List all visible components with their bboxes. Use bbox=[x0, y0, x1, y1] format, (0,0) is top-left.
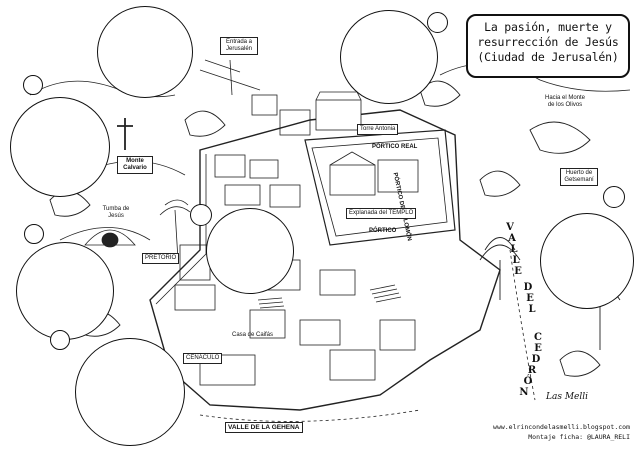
label-casa-caifas: Casa de Caifás bbox=[232, 332, 274, 338]
blank-circle-6 bbox=[540, 213, 634, 309]
credit-blog: www.elrincondelasmelli.blogspot.com bbox=[493, 423, 630, 431]
blank-circle-1 bbox=[97, 6, 193, 98]
label-huerto: Huerto de Getsemaní bbox=[560, 168, 598, 186]
valle-cedron-char: L bbox=[510, 244, 518, 255]
label-explanada: Explanada del TEMPLO bbox=[346, 208, 417, 219]
label-valle-gehena: VALLE DE LA GEHENA bbox=[225, 422, 303, 433]
valle-cedron-char: D bbox=[523, 282, 533, 293]
blank-circle-7 bbox=[75, 338, 185, 446]
valle-cedron-char: Ó bbox=[523, 376, 533, 387]
valle-cedron-char: R bbox=[527, 365, 537, 376]
label-torre-antonia: Torre Antonia bbox=[357, 124, 399, 135]
signature: Las Melli bbox=[546, 392, 588, 402]
valle-cedron-char: A bbox=[508, 233, 516, 244]
valle-cedron-char: E bbox=[514, 266, 522, 277]
number-circle-4 bbox=[24, 224, 44, 244]
title-line-2: resurrección de Jesús bbox=[477, 35, 619, 49]
title-line-3: (Ciudad de Jerusalén) bbox=[477, 50, 619, 64]
label-monte-calvario: Monte Calvario bbox=[117, 156, 153, 174]
number-circle-5 bbox=[50, 330, 70, 350]
blank-circle-4 bbox=[206, 208, 294, 294]
number-circle-6 bbox=[603, 186, 625, 208]
label-tumba: Tumba de Jesús bbox=[102, 206, 130, 219]
title-line-1: La pasión, muerte y bbox=[484, 20, 612, 34]
valle-cedron-char: L bbox=[528, 304, 536, 315]
label-pretorio: PRETORIO bbox=[142, 253, 180, 264]
valle-cedron-char: V bbox=[506, 222, 514, 233]
number-circle-1 bbox=[427, 12, 448, 33]
label-cenaculo: CENÁCULO bbox=[183, 353, 223, 364]
valle-cedron-char: N bbox=[519, 387, 529, 398]
blank-circle-5 bbox=[16, 242, 114, 340]
blank-circle-2 bbox=[340, 10, 438, 104]
valle-cedron-char: D bbox=[531, 354, 541, 365]
label-portico: PÓRTICO bbox=[369, 228, 397, 234]
blank-circle-3 bbox=[10, 97, 110, 197]
title-box: La pasión, muerte y resurrección de Jesú… bbox=[466, 14, 630, 78]
label-portico-real: PÓRTICO REAL bbox=[372, 144, 418, 150]
label-entrada: Entrada a Jerusalén bbox=[220, 37, 258, 55]
number-circle-3 bbox=[190, 204, 212, 226]
valle-cedron-char: E bbox=[534, 343, 542, 354]
label-monte-olivos: Hacia el Monte de los Olivos bbox=[544, 95, 586, 108]
credit-montaje: Montaje ficha: @LAURA_RELI bbox=[528, 433, 630, 441]
number-circle-2 bbox=[23, 75, 43, 95]
valle-cedron-char: C bbox=[534, 332, 542, 343]
valle-cedron-char: E bbox=[526, 293, 534, 304]
valle-cedron-char: L bbox=[512, 255, 520, 266]
